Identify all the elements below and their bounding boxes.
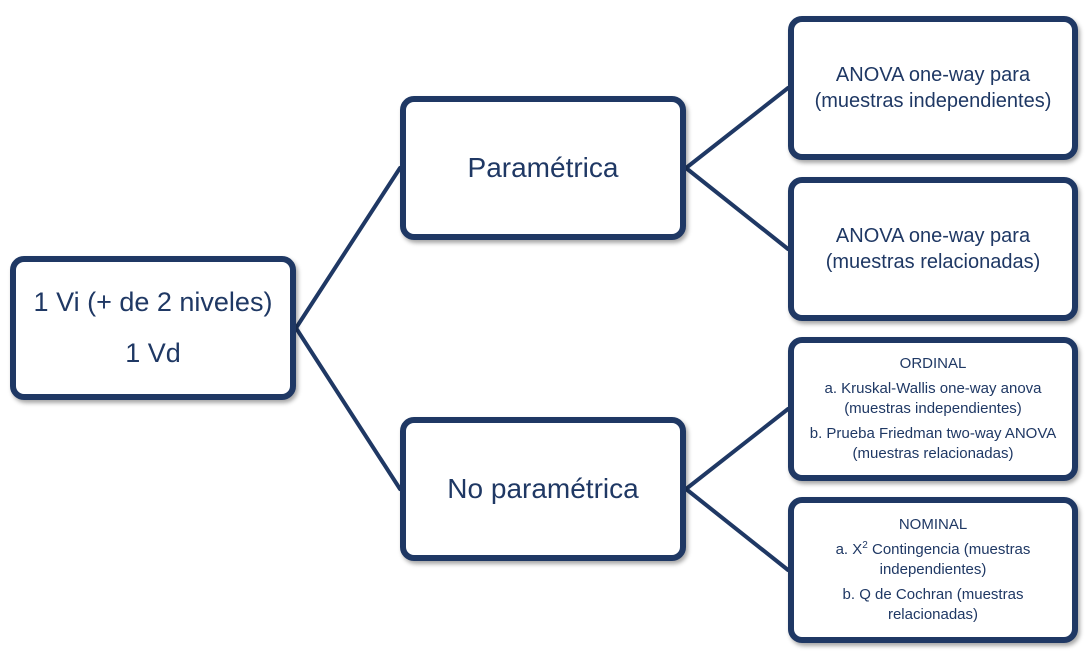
nominal-node: NOMINAL a. X2 Contingencia (muestras ind… <box>788 497 1078 643</box>
anova-independent-label: ANOVA one-way para (muestras independien… <box>814 64 1052 112</box>
chi-square-prefix: a. X <box>835 541 863 559</box>
ordinal-node: ORDINAL a. Kruskal-Wallis one-way anova … <box>788 337 1078 481</box>
nominal-heading: NOMINAL <box>898 515 968 533</box>
anova-independent-node: ANOVA one-way para (muestras independien… <box>788 16 1078 160</box>
nonparametric-label: No paramétrica <box>447 473 639 504</box>
root-node: 1 Vi (+ de 2 niveles) 1 Vd <box>10 256 296 400</box>
connector-root-nonparametric <box>294 326 402 491</box>
connector-parametric-related <box>684 166 790 251</box>
kruskal-wallis-item: a. Kruskal-Wallis one-way anova (muestra… <box>824 380 1042 418</box>
cochran-item: b. Q de Cochran (muestras relacionadas) <box>842 585 1024 623</box>
ordinal-heading: ORDINAL <box>899 354 967 372</box>
chi-square-superscript: 2 <box>862 540 868 552</box>
connector-nonparametric-nominal <box>684 487 790 572</box>
connector-nonparametric-ordinal <box>684 407 790 491</box>
chi-square-item: a. X2 Contingencia (muestras independien… <box>804 540 1062 581</box>
friedman-item: b. Prueba Friedman two-way ANOVA (muestr… <box>809 424 1057 462</box>
root-vi-label: 1 Vi (+ de 2 niveles) <box>33 286 273 317</box>
nonparametric-node: No paramétrica <box>400 417 686 561</box>
root-vd-label: 1 Vd <box>125 338 181 368</box>
connector-parametric-independent <box>684 86 790 170</box>
parametric-node: Paramétrica <box>400 96 686 240</box>
chi-square-rest: Contingencia (muestras independientes) <box>867 541 1031 579</box>
anova-related-label: ANOVA one-way para (muestras relacionada… <box>825 225 1041 273</box>
connector-root-parametric <box>294 166 402 330</box>
anova-related-node: ANOVA one-way para (muestras relacionada… <box>788 177 1078 321</box>
parametric-label: Paramétrica <box>467 152 619 183</box>
